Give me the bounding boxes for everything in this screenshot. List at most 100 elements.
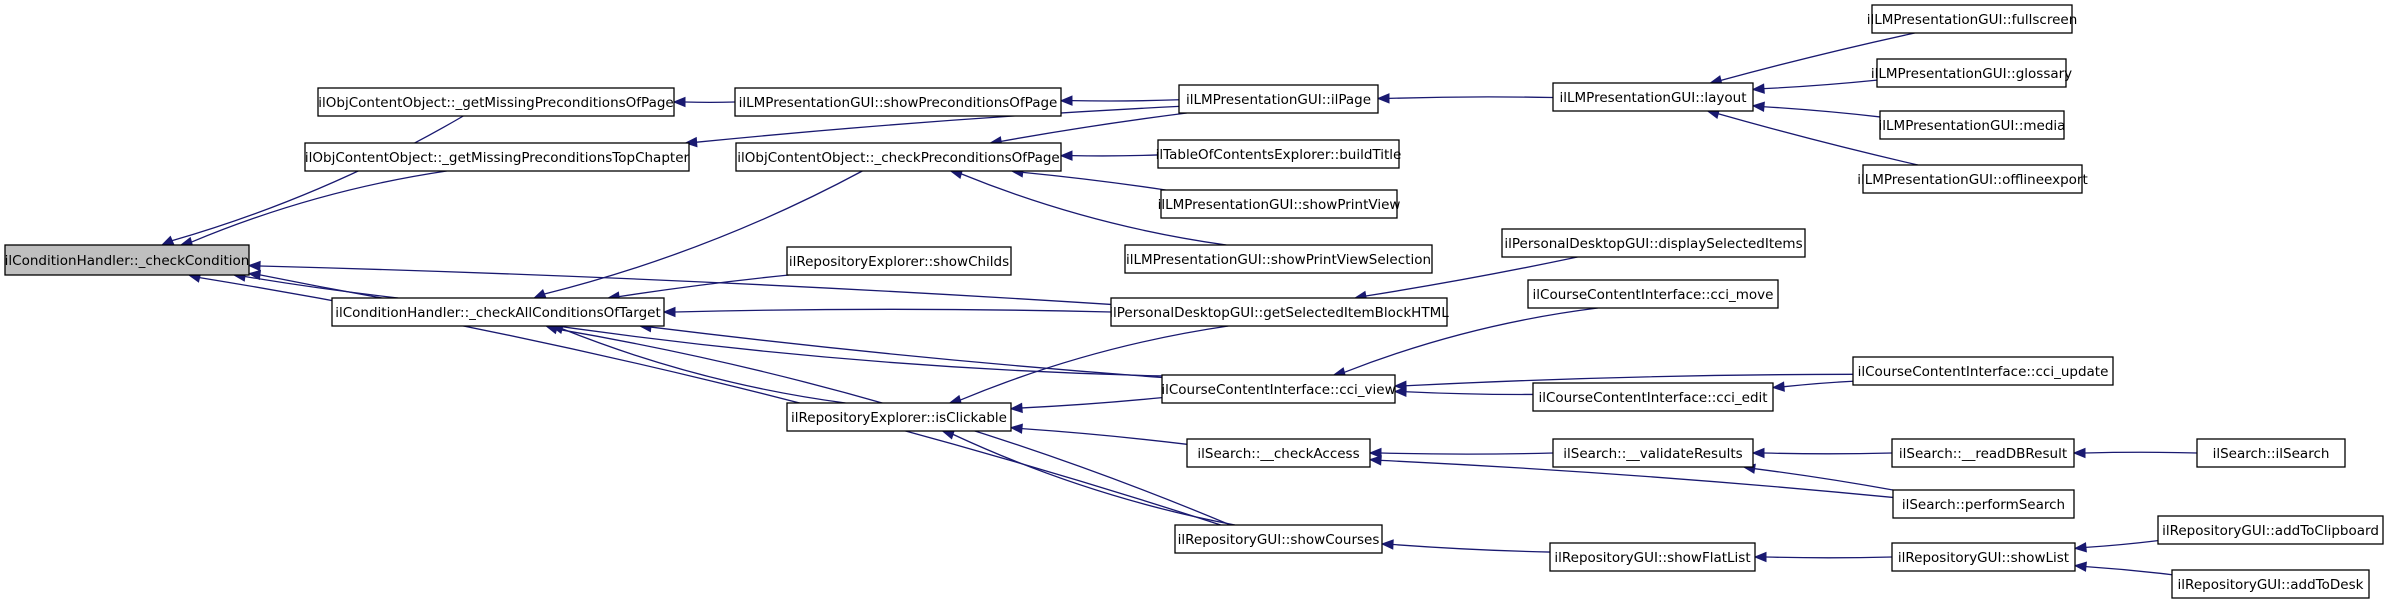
node-mpp[interactable]: ilObjContentObject::_getMissingPrecondit… <box>317 87 675 117</box>
node-resc[interactable]: ilRepositoryExplorer::showChilds <box>786 246 1012 276</box>
node-label: ilLMPresentationGUI::offlineexport <box>1857 172 2088 188</box>
node-sfl[interactable]: ilRepositoryGUI::showFlatList <box>1549 542 1756 572</box>
node-box[interactable] <box>4 244 250 276</box>
node-box[interactable] <box>1160 189 1398 219</box>
node-spop[interactable]: ilLMPresentationGUI::showPreconditionsOf… <box>734 87 1062 117</box>
node-box[interactable] <box>1871 4 2073 34</box>
node-reic[interactable]: ilRepositoryExplorer::isClickable <box>786 402 1012 432</box>
edge-arrowhead <box>1380 539 1394 550</box>
edge-reic-to-cacot <box>561 328 846 404</box>
node-label: ilPersonalDesktopGUI::displaySelectedIte… <box>1504 236 1802 252</box>
edge-arrowhead <box>2073 561 2087 572</box>
edge-arrowhead <box>1751 83 1765 94</box>
node-box[interactable] <box>1124 244 1433 274</box>
node-box[interactable] <box>1891 438 2075 468</box>
node-cacot[interactable]: ilConditionHandler::_checkAllConditionsO… <box>331 297 665 327</box>
node-box[interactable] <box>786 246 1012 276</box>
node-ccm[interactable]: ilCourseContentInterface::cci_move <box>1527 279 1779 309</box>
node-layout[interactable]: ilLMPresentationGUI::layout <box>1552 82 1754 112</box>
node-box[interactable] <box>1157 139 1400 169</box>
node-root[interactable]: ilConditionHandler::_checkCondition <box>4 244 250 276</box>
node-label: ilRepositoryExplorer::isClickable <box>791 410 1007 426</box>
edge-gsibh-to-root <box>259 265 1112 306</box>
node-box[interactable] <box>1892 489 2075 519</box>
node-med[interactable]: ilLMPresentationGUI::media <box>1879 110 2066 140</box>
node-box[interactable] <box>786 402 1012 432</box>
node-ccu[interactable]: ilCourseContentInterface::cci_update <box>1852 356 2114 386</box>
node-box[interactable] <box>1852 356 2114 386</box>
node-box[interactable] <box>1876 58 2067 88</box>
node-cpop[interactable]: ilObjContentObject::_checkPreconditionsO… <box>735 142 1062 172</box>
node-ils[interactable]: ilSearch::ilSearch <box>2196 438 2346 468</box>
node-box[interactable] <box>1110 297 1448 327</box>
node-box[interactable] <box>1862 164 2083 194</box>
edge-spvs-to-cpop <box>961 173 1227 246</box>
node-box[interactable] <box>1532 382 1774 412</box>
node-spvs[interactable]: ilLMPresentationGUI::showPrintViewSelect… <box>1124 244 1433 274</box>
node-label: ilConditionHandler::_checkAllConditionsO… <box>335 305 661 321</box>
edge-ccu-to-cce <box>1783 380 1854 388</box>
node-box[interactable] <box>2196 438 2346 468</box>
edge-arrowhead <box>247 260 261 272</box>
node-box[interactable] <box>1549 542 1756 572</box>
node-box[interactable] <box>735 142 1062 172</box>
edge-resc-to-cacot <box>618 274 789 298</box>
edge-arrowhead <box>1059 150 1073 161</box>
edge-arrowhead <box>1368 455 1382 466</box>
edge-spv-to-cpop <box>1022 171 1166 191</box>
node-atd[interactable]: ilRepositoryGUI::addToDesk <box>2171 569 2370 599</box>
edge-arrowhead <box>684 136 698 148</box>
edge-layout-to-ilpage <box>1388 96 1554 100</box>
node-label: ilLMPresentationGUI::showPrintViewSelect… <box>1126 252 1431 268</box>
node-box[interactable] <box>1879 110 2065 140</box>
node-gl[interactable]: ilLMPresentationGUI::glossary <box>1871 58 2072 88</box>
node-spv[interactable]: ilLMPresentationGUI::showPrintView <box>1158 189 1401 219</box>
node-box[interactable] <box>1891 542 2076 572</box>
edge-ils-to-rdb <box>2084 451 2198 454</box>
node-box[interactable] <box>1552 438 1754 468</box>
edge-arrowhead <box>160 235 175 246</box>
node-svr[interactable]: ilSearch::__validateResults <box>1552 438 1754 468</box>
node-label: ilLMPresentationGUI::showPrintView <box>1158 197 1401 213</box>
node-ps[interactable]: ilSearch::performSearch <box>1892 489 2075 519</box>
node-label: ilRepositoryGUI::showList <box>1898 550 2069 566</box>
node-box[interactable] <box>1186 438 1371 468</box>
edge-med-to-layout <box>1763 106 1881 118</box>
node-box[interactable] <box>1552 82 1754 112</box>
node-box[interactable] <box>317 87 675 117</box>
node-label: ilTableOfContentsExplorer::buildTitle <box>1156 147 1402 163</box>
node-box[interactable] <box>2171 569 2370 599</box>
node-rdb[interactable]: ilSearch::__readDBResult <box>1891 438 2075 468</box>
node-atc[interactable]: ilRepositoryGUI::addToClipboard <box>2157 515 2384 545</box>
node-box[interactable] <box>1178 84 1379 114</box>
edge-svr-to-sca <box>1380 452 1554 455</box>
node-bt[interactable]: ilTableOfContentsExplorer::buildTitle <box>1156 139 1402 169</box>
node-box[interactable] <box>1501 228 1806 258</box>
edge-atd-to-sl <box>2085 565 2173 576</box>
node-oe[interactable]: ilLMPresentationGUI::offlineexport <box>1857 164 2088 194</box>
node-box[interactable] <box>1527 279 1779 309</box>
graph-nodes: ilConditionHandler::_checkCondition ilObj… <box>4 4 2384 599</box>
node-cce[interactable]: ilCourseContentInterface::cci_edit <box>1532 382 1774 412</box>
node-box[interactable] <box>1174 524 1383 554</box>
node-ccv[interactable]: ilCourseContentInterface::cci_view <box>1161 374 1396 404</box>
edge-rsc-to-reic <box>952 433 1236 526</box>
node-box[interactable] <box>2157 515 2384 545</box>
edge-ilpage-to-spop <box>1071 99 1180 102</box>
node-label: ilObjContentObject::_getMissingPrecondit… <box>318 95 673 111</box>
node-box[interactable] <box>734 87 1062 117</box>
node-mptc[interactable]: ilObjContentObject::_getMissingPrecondit… <box>304 142 690 172</box>
node-box[interactable] <box>304 142 690 172</box>
node-dsi[interactable]: ilPersonalDesktopGUI::displaySelectedIte… <box>1501 228 1806 258</box>
edge-cpop-to-cacot <box>544 170 863 295</box>
node-gsibh[interactable]: ilPersonalDesktopGUI::getSelectedItemBlo… <box>1109 297 1449 327</box>
node-label: ilRepositoryGUI::addToClipboard <box>2162 523 2379 539</box>
node-box[interactable] <box>1161 374 1396 404</box>
node-fs[interactable]: ilLMPresentationGUI::fullscreen <box>1867 4 2078 34</box>
node-rsc[interactable]: ilRepositoryGUI::showCourses <box>1174 524 1383 554</box>
node-box[interactable] <box>331 297 665 327</box>
node-sl[interactable]: ilRepositoryGUI::showList <box>1891 542 2076 572</box>
node-ilpage[interactable]: ilLMPresentationGUI::ilPage <box>1178 84 1379 114</box>
node-sca[interactable]: ilSearch::__checkAccess <box>1186 438 1371 468</box>
